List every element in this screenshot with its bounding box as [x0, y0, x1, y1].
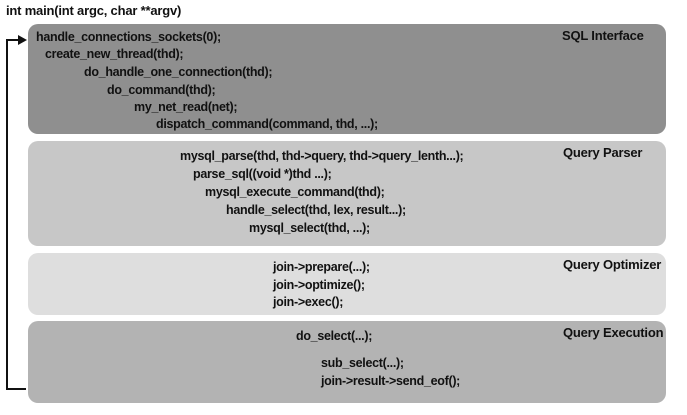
query-optimizer-layer: Query Optimizer join->prepare(...); join… [28, 253, 666, 315]
layer-title: Query Parser [563, 145, 643, 160]
code-line: do_command(thd); [107, 83, 216, 97]
code-line: my_net_read(net); [134, 100, 238, 114]
code-line: do_select(...); [296, 329, 373, 343]
code-line: handle_select(thd, lex, result...); [226, 203, 406, 217]
code-line: join->result->send_eof(); [321, 374, 461, 388]
main-function-header: int main(int argc, char **argv) [6, 3, 182, 18]
code-line: mysql_select(thd, ...); [249, 221, 370, 235]
layer-title: SQL Interface [562, 28, 644, 43]
code-line: dispatch_command(command, thd, ...); [156, 117, 378, 131]
query-parser-layer: Query Parser mysql_parse(thd, thd->query… [28, 141, 666, 246]
layer-title: Query Optimizer [563, 257, 662, 272]
code-line: mysql_execute_command(thd); [205, 185, 385, 199]
code-line: handle_connections_sockets(0); [36, 30, 221, 44]
layer-title: Query Execution [563, 325, 664, 340]
code-line: do_handle_one_connection(thd); [84, 65, 273, 79]
code-line: join->optimize(); [273, 278, 365, 292]
code-line: join->prepare(...); [273, 260, 370, 274]
sql-interface-layer: SQL Interface handle_connections_sockets… [28, 24, 666, 134]
code-line: mysql_parse(thd, thd->query, thd->query_… [180, 149, 464, 163]
code-line: create_new_thread(thd); [45, 47, 184, 61]
code-line: sub_select(...); [321, 356, 404, 370]
query-execution-layer: Query Execution do_select(...); sub_sele… [28, 321, 666, 403]
code-line: join->exec(); [273, 295, 344, 309]
code-line: parse_sql((void *)thd ...); [193, 167, 332, 181]
